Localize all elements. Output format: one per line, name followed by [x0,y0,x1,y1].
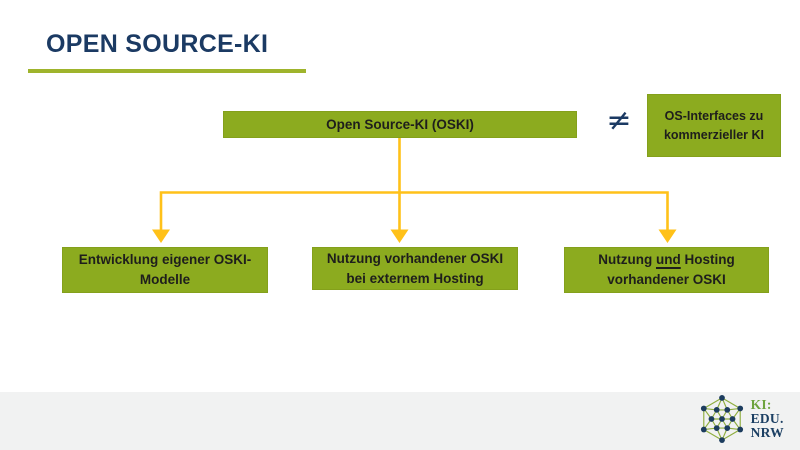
root-box-label: Open Source-KI (OSKI) [326,117,474,132]
child-box-nutzung-extern: Nutzung vorhandener OSKI bei externem Ho… [312,247,518,290]
child-box-line2: Modelle [139,272,191,287]
line1-pre: Nutzung [598,252,653,267]
side-box-line1: OS-Interfaces zu [664,108,764,123]
network-graph-icon [700,395,743,443]
child-box-line2: bei externem Hosting [346,270,484,286]
side-box-os-interfaces: OS-Interfaces zu kommerzieller KI [647,94,781,157]
child-box-line1: Nutzung und Hosting [565,250,768,270]
title-underline [28,69,306,73]
root-box-open-source-ki: Open Source-KI (OSKI) [223,111,577,138]
side-box-line2: kommerzieller KI [663,127,765,142]
footer-band [0,392,800,450]
child-box-line1: Entwicklung eigener OSKI- [78,252,252,267]
logo-line-ki: KI: [750,397,772,412]
child-box-entwicklung: Entwicklung eigener OSKI- Modelle [62,247,268,293]
page-title: OPEN SOURCE-KI [46,30,269,58]
child-box-line2: vorhandener OSKI [607,272,726,287]
line1-post: Hosting [684,252,735,267]
arrowhead-left-icon [152,229,170,243]
ki-edu-nrw-logo: KI: EDU. NRW [699,393,784,445]
arrowhead-right-icon [658,229,677,243]
logo-line-edu: EDU. [750,411,784,426]
child-box-line1: Nutzung vorhandener OSKI [326,250,504,266]
logo-text: KI: EDU. NRW [751,398,784,440]
logo-line-nrw: NRW [750,425,784,440]
arrowhead-center-icon [390,229,409,243]
child-box-nutzung-und-hosting: Nutzung und Hosting vorhandener OSKI [564,247,769,293]
line1-underlined: und [655,252,681,267]
not-equal-symbol: ≠ [606,103,632,138]
